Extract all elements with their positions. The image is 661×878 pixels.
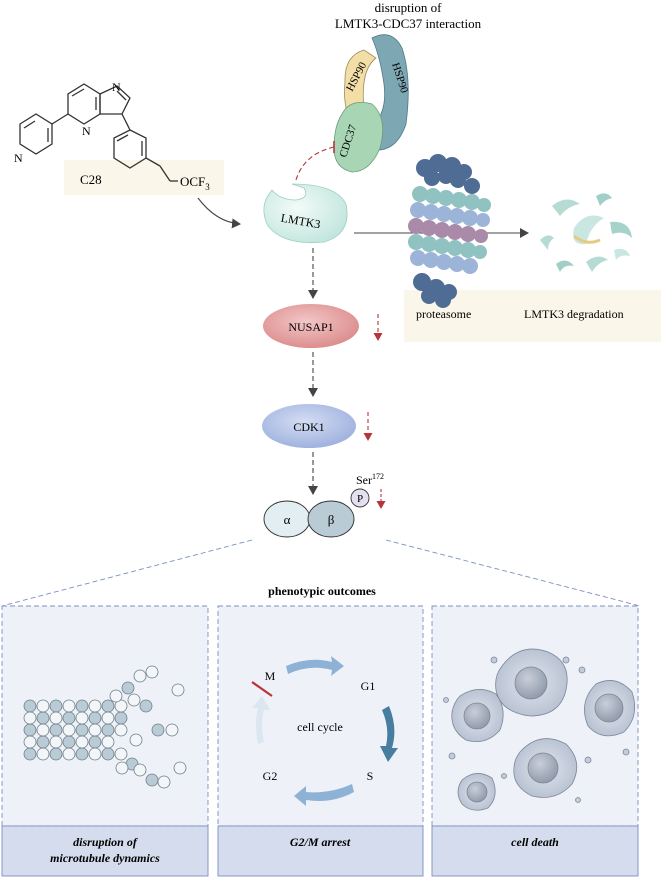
phospho-circle [350,488,370,508]
proteasome-label: proteasome [416,307,471,321]
lmtk3-label: LMTK3 [280,211,322,232]
compound-substituent: OCF3 [180,174,210,192]
zoom-line-left [1,539,253,607]
caption-cell-death: cell death [511,835,559,849]
pyridine-n: N [14,151,23,165]
zoom-line-right [385,539,641,607]
microtubule-icon [23,665,187,789]
hsp90-cdc37-complex [333,34,409,173]
cdk1-label: CDK1 [293,420,324,434]
cell-cycle-icon [251,656,398,806]
phase-g1: G1 [361,679,376,693]
phase-m: M [265,669,276,683]
caption-cell-cycle: G2/M arrest [290,835,351,849]
compound-name: C28 [80,172,102,187]
header-line1: disruption of [375,0,442,15]
caption-microtubule-line1: disruption of [73,835,138,849]
pyridazine-n: N [82,124,91,138]
degradation-label: LMTK3 degradation [524,307,624,321]
alpha-label: α [284,512,291,527]
nusap1-node [263,304,359,348]
phase-s: S [367,769,374,783]
caption-microtubule-line2: microtubule dynamics [50,851,160,865]
proteasome-icon [408,154,491,308]
c28-structure [19,83,224,195]
phase-g2: G2 [263,769,278,783]
beta-tubulin [307,500,355,538]
phospho-label: P [357,493,363,505]
cell-cycle-center: cell cycle [297,720,343,734]
cdk1-node [262,404,356,448]
header-line2: LMTK3-CDC37 interaction [335,16,482,31]
outcomes-heading: phenotypic outcomes [268,584,376,598]
compound-to-lmtk3-arrow [197,197,241,229]
dying-cells-icon [443,648,636,811]
inhibition-arrow [295,146,335,181]
ser172-label: Ser172 [356,472,384,487]
nusap1-label: NUSAP1 [288,320,333,334]
lmtk3-fragments-icon [540,193,632,272]
imidazole-n: N [112,80,121,94]
lmtk3-shape [263,183,348,244]
beta-label: β [328,512,335,527]
